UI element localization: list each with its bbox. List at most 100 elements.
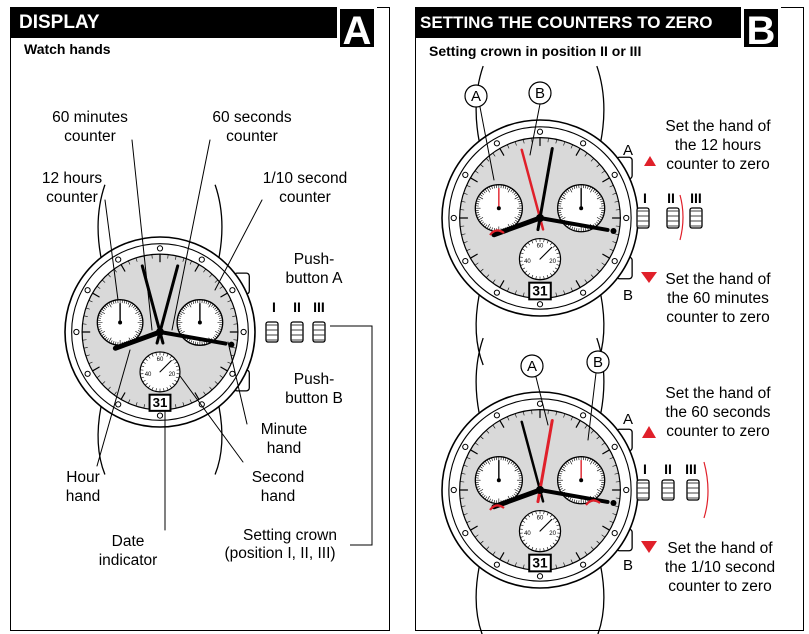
subdial-tick xyxy=(567,460,570,464)
b2-watch-lume-dot xyxy=(462,443,469,450)
b1-watch-dial-tick xyxy=(522,139,525,144)
subdial-tick xyxy=(97,317,102,319)
a-watch-dial-tick xyxy=(220,366,229,372)
subdial-tick xyxy=(482,223,486,226)
b1-watch-dial-tick xyxy=(474,170,479,174)
b2-watch-lug xyxy=(475,566,483,634)
subdial-tick xyxy=(518,486,522,488)
subdial-tick xyxy=(100,310,105,314)
subdial-tick xyxy=(518,212,523,214)
b2-arrow-down-icon xyxy=(641,541,657,553)
subdial-pin xyxy=(496,206,501,211)
b2-watch-dial-tick xyxy=(514,413,517,418)
subdial-tick xyxy=(475,484,480,486)
b2-watch-small-tick xyxy=(520,536,524,538)
b2-pusher-label-b: B xyxy=(623,557,633,574)
b2-callout-a xyxy=(520,354,544,378)
b2-watch-small-hand xyxy=(539,518,553,532)
subdial-tick xyxy=(575,227,578,232)
b1-watch-dial-tick xyxy=(469,253,478,259)
b2-arrow-up-icon xyxy=(642,426,656,438)
subdial-tick xyxy=(478,468,484,472)
b1-watch-small-tick xyxy=(550,242,553,246)
subdial-tick xyxy=(558,200,562,203)
b2-watch-dial-tick xyxy=(575,419,581,428)
label-push-button-b: button B xyxy=(285,390,343,407)
a-watch-lume-dot xyxy=(198,401,205,408)
subdial-tick xyxy=(600,484,605,486)
subdial-tick xyxy=(203,341,205,346)
subdial-tick xyxy=(184,305,187,309)
subdial-tick xyxy=(518,214,522,216)
b1-watch-dial-tick xyxy=(590,157,595,162)
subdial-tick xyxy=(215,308,219,312)
subdial-tick xyxy=(599,470,603,473)
a-watch-lume-dot xyxy=(229,287,236,294)
counters-panel: SETTING THE COUNTERS TO ZERO B Setting c… xyxy=(415,6,804,631)
b2-watch-small-label: 40 xyxy=(524,531,531,537)
subdial-tick xyxy=(518,475,523,477)
b2-pusher-label-a: A xyxy=(623,411,633,428)
a-watch-dial-tick xyxy=(107,386,111,391)
b1-watch-dial-tick xyxy=(479,268,484,273)
b2-instruction-a: counter to zero xyxy=(666,423,769,440)
label-tenth-second-counter: counter xyxy=(279,189,331,206)
subdial-tick xyxy=(506,458,509,462)
a-watch-dial-tick xyxy=(230,307,235,310)
subdial-tick xyxy=(517,488,521,491)
subdial-tick xyxy=(571,186,574,190)
a-watch-small-tick xyxy=(166,387,169,391)
subdial-pin xyxy=(118,320,123,325)
subdial-tick xyxy=(596,217,602,221)
subdial-tick xyxy=(599,216,603,219)
b1-arrow-up-icon xyxy=(644,156,656,166)
subdial-tick xyxy=(178,312,183,315)
b1-watch-lume-dot xyxy=(611,258,618,265)
subdial-tick xyxy=(559,470,563,473)
a-watch-dial-tick xyxy=(232,347,237,349)
a-watch-dial-tick xyxy=(120,263,126,272)
subdial-tick xyxy=(567,224,570,228)
b1-watch-small-tick xyxy=(546,240,549,244)
b2-watch-dial-tick xyxy=(474,442,479,446)
b1-watch-minute-tip xyxy=(610,227,617,234)
subdial-tick xyxy=(559,216,563,219)
b1-watch-small-tick xyxy=(527,273,530,277)
b1-watch-lume-dot xyxy=(623,214,630,222)
subdial-tick xyxy=(594,223,598,226)
b2-watch-dial-tick xyxy=(590,429,595,434)
subdial-tick xyxy=(517,198,521,201)
b2-watch-small-tick xyxy=(524,542,528,546)
subdial-tick xyxy=(479,194,483,197)
subdial-tick xyxy=(186,303,189,307)
subdial-tick xyxy=(104,336,108,340)
subdial-tick xyxy=(559,488,563,491)
subdial-tick xyxy=(573,457,576,461)
subdial-tick xyxy=(112,341,115,345)
subdial-tick xyxy=(518,472,522,475)
subdial-tick xyxy=(475,203,480,205)
label-second-hand: hand xyxy=(261,488,295,505)
b1-watch-lume-dot xyxy=(536,128,544,135)
subdial-tick xyxy=(575,499,578,504)
subdial-tick xyxy=(100,331,105,335)
b2-watch-center-pin xyxy=(536,486,544,494)
b2-watch-small-tick xyxy=(521,539,526,542)
b1-watch-minute-hand xyxy=(538,216,610,232)
b1-watch-dial-tick xyxy=(463,241,468,244)
subdial-tick xyxy=(594,462,598,466)
b2-instruction-a: the 60 seconds xyxy=(665,404,770,421)
subdial-tick xyxy=(476,214,480,216)
subdial-tick xyxy=(194,299,197,304)
subdial-tick xyxy=(557,212,562,214)
b2-watch-dial-tick xyxy=(612,464,617,467)
subdial-tick xyxy=(486,187,490,193)
b1-watch-dial-tick xyxy=(602,253,611,259)
b1-watch-dial-tick xyxy=(612,241,617,244)
subdial-tick xyxy=(138,315,143,317)
b1-crown-label-III: III xyxy=(690,190,702,206)
b2-watch-lug xyxy=(596,337,605,414)
b1-watch-dial-tick xyxy=(612,192,617,195)
b2-watch-dial-tick xyxy=(507,559,510,564)
b2-watch-hour-hand xyxy=(491,487,543,510)
